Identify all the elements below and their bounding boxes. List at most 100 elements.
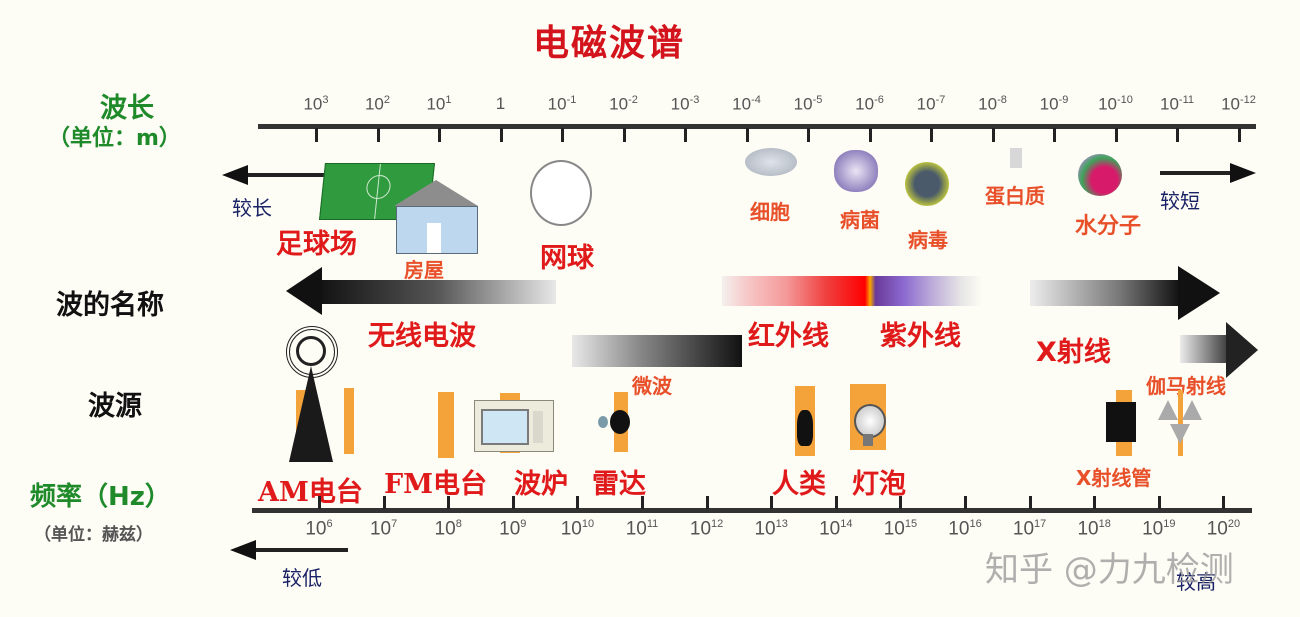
wavelength-tick [1114, 128, 1118, 142]
radio-tower-icon [282, 326, 338, 466]
source-label-light-bulb: 灯泡 [852, 469, 906, 500]
wave-name-microwave: 微波 [632, 374, 672, 398]
frequency-tick [641, 496, 644, 509]
left-arrow-icon [230, 540, 256, 560]
source-label-fm: FM电台 [384, 469, 488, 500]
wavelength-tick-label: 10-9 [1039, 94, 1069, 114]
frequency-tick-label: 109 [499, 518, 527, 540]
wavelength-tick [1176, 128, 1179, 142]
wavelength-tick [1053, 128, 1056, 142]
frequency-tick [705, 496, 709, 509]
size-label-virus: 病毒 [908, 228, 948, 252]
frequency-axis-line [252, 508, 1252, 513]
frequency-tick [318, 496, 321, 509]
frequency-tick [770, 496, 774, 509]
wavelength-tick [930, 128, 933, 142]
wavelength-tick [745, 128, 749, 142]
frequency-tick-label: 106 [305, 518, 333, 540]
frequency-tick-label: 1016 [948, 518, 982, 540]
xray-tube-icon [1106, 402, 1136, 442]
wavelength-tick [991, 128, 995, 142]
wavelength-tick-label: 10-3 [670, 94, 700, 114]
tennis-ball-icon [530, 160, 592, 226]
higher-label: 较高 [1176, 570, 1216, 594]
wave-name-infrared: 红外线 [748, 321, 829, 352]
frequency-tick-label: 1019 [1142, 518, 1176, 540]
wave-name-gamma: 伽马射线 [1146, 374, 1226, 398]
frequency-tick-label: 1018 [1077, 518, 1111, 540]
longer-label: 较长 [232, 196, 272, 220]
size-label-soccer-field: 足球场 [276, 229, 357, 260]
lower-arrow-line [252, 548, 348, 552]
wavelength-unit-label: （单位：m） [48, 126, 181, 151]
wavelength-label: 波长 [100, 93, 154, 124]
size-label-house: 房屋 [404, 258, 444, 282]
wavelength-tick [561, 128, 564, 142]
source-label-human: 人类 [772, 469, 826, 500]
wavelength-tick [438, 128, 441, 142]
xray-arrow [1030, 280, 1180, 306]
frequency-tick [1157, 496, 1161, 509]
wavelength-tick-label: 10-8 [978, 94, 1007, 114]
microwave-bar [572, 335, 742, 367]
frequency-tick [1028, 496, 1032, 509]
cell-icon [745, 148, 797, 176]
wavelength-tick-label: 10-6 [855, 94, 884, 114]
human-icon [797, 410, 813, 446]
frequency-tick [576, 496, 580, 509]
radio-wave-arrowhead-icon [286, 267, 322, 315]
wavelength-axis-line [258, 124, 1256, 129]
wavelength-tick-label: 103 [303, 94, 329, 114]
wavelength-tick-label: 10-11 [1159, 94, 1195, 114]
source-label-xray-tube: X射线管 [1076, 466, 1152, 490]
size-label-bacteria: 病菌 [840, 208, 880, 232]
frequency-tick [964, 496, 967, 509]
wavelength-tick [807, 128, 810, 142]
gamma-arrowhead-icon [1226, 322, 1258, 378]
sources-row-label: 波源 [88, 391, 142, 422]
frequency-label: 频率（Hz） [30, 482, 171, 512]
frequency-tick-label: 1013 [754, 518, 788, 540]
wavelength-tick-label: 1 [495, 94, 506, 113]
radiation-icon [1158, 400, 1202, 446]
radar-dish-icon [598, 410, 632, 442]
shorter-arrow-line [1160, 171, 1230, 175]
wavelength-tick-label: 10-4 [732, 94, 761, 114]
wavelength-tick [315, 128, 318, 142]
light-bulb-icon [854, 404, 886, 448]
source-label-microwave-oven: 波炉 [514, 469, 568, 500]
wavelength-tick [622, 128, 626, 142]
page-title: 电磁波谱 [533, 22, 686, 64]
frequency-tick [511, 496, 515, 509]
wavelength-tick-label: 101 [426, 94, 452, 114]
wavelength-tick-label: 10-10 [1098, 94, 1133, 114]
wavelength-tick [868, 128, 872, 142]
xray-arrowhead-icon [1178, 266, 1220, 320]
water-molecule-icon [1078, 154, 1122, 196]
wave-name-radio: 无线电波 [368, 321, 476, 352]
frequency-tick [1222, 496, 1226, 509]
size-label-water-molecule: 水分子 [1075, 214, 1142, 239]
bacteria-icon [834, 150, 878, 192]
wave-name-xray: X射线 [1036, 337, 1111, 368]
size-label-tennis-ball: 网球 [540, 243, 594, 274]
wave-names-row-label: 波的名称 [56, 290, 164, 321]
source-label-radar: 雷达 [592, 469, 646, 500]
frequency-tick [834, 496, 838, 509]
house-icon [388, 180, 484, 255]
wavelength-tick-label: 10-1 [547, 94, 577, 114]
size-label-protein: 蛋白质 [985, 184, 1045, 208]
frequency-tick [382, 496, 386, 509]
gamma-band-bar [1178, 390, 1183, 456]
wavelength-tick [684, 128, 687, 142]
frequency-tick-label: 108 [434, 518, 462, 540]
lower-label: 较低 [282, 566, 322, 590]
wavelength-tick [376, 128, 380, 142]
shorter-label: 较短 [1160, 189, 1200, 213]
frequency-tick-label: 1010 [560, 518, 595, 540]
watermark: 知乎 @力九检测 [985, 550, 1234, 590]
wavelength-tick [499, 128, 503, 142]
gamma-arrow [1180, 335, 1226, 363]
fm-bar-icon [438, 392, 454, 458]
longer-arrow-line [240, 173, 340, 177]
